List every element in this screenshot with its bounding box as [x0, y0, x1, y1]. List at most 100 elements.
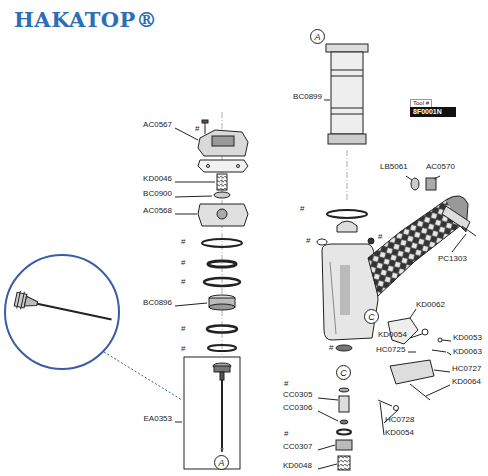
- callout-mark: #: [181, 324, 185, 333]
- drawing-part: [202, 120, 208, 123]
- part-number: LB5061: [380, 162, 408, 171]
- drawing-part: [175, 196, 212, 197]
- drawing-part: [221, 380, 223, 448]
- drawing-part: [184, 357, 240, 469]
- drawing-part: [214, 192, 230, 198]
- part-number: KD0054: [378, 330, 407, 339]
- drawing-part: [432, 350, 446, 352]
- drawing-part: [198, 130, 248, 156]
- reference-letter: A: [311, 32, 324, 42]
- drawing-part: [406, 176, 412, 180]
- drawing-part: [318, 464, 337, 469]
- reference-circle: C: [364, 309, 379, 324]
- part-number: BC0896: [143, 298, 172, 307]
- callout-mark: #: [181, 258, 185, 267]
- drawing-part: [452, 234, 466, 252]
- drawing-part: [318, 398, 338, 400]
- drawing-part: [328, 134, 366, 144]
- drawing-part: [422, 329, 428, 335]
- drawing-part: [214, 366, 230, 372]
- drawing-part: [331, 108, 363, 109]
- drawing-part: [5, 44, 476, 470]
- drawing-part: [175, 182, 215, 183]
- drawing-part: [390, 360, 434, 384]
- part-number: BC0900: [143, 189, 172, 198]
- drawing-part: [207, 165, 210, 168]
- part-number: KD0048: [283, 461, 312, 470]
- drawing-part: [317, 239, 327, 245]
- drawing-part: [331, 70, 363, 71]
- drawing-part: [198, 160, 248, 172]
- drawing-part: [442, 340, 451, 341]
- callout-mark: #: [181, 277, 185, 286]
- drawing-part: [209, 304, 235, 310]
- part-number: HC0725: [376, 345, 405, 354]
- drawing-part: [175, 303, 207, 306]
- part-number: HC0728: [385, 415, 414, 424]
- drawing-part: [21, 292, 25, 310]
- drawing-part: [204, 278, 240, 286]
- part-number: CC0307: [283, 442, 312, 451]
- drawing-part: [380, 402, 384, 435]
- callout-mark: #: [378, 232, 382, 241]
- callout-mark: #: [181, 344, 185, 353]
- drawing-part: [318, 411, 338, 421]
- drawing-part: [339, 388, 349, 392]
- callout-mark: #: [284, 429, 288, 438]
- callout-mark: #: [329, 343, 333, 352]
- drawing-part: [221, 448, 223, 452]
- drawing-part: [331, 76, 363, 77]
- drawing-part: [336, 345, 352, 351]
- drawing-part: [208, 345, 236, 351]
- reference-circle: C: [336, 365, 351, 380]
- drawing-part: [14, 290, 114, 328]
- callout-mark: #: [300, 204, 304, 213]
- drawing-part: [410, 334, 422, 338]
- drawing-part: [220, 372, 224, 380]
- drawing-part: [447, 352, 451, 355]
- drawing-part: [438, 338, 442, 342]
- drawing-part: [408, 352, 416, 353]
- drawing-part: [339, 396, 349, 412]
- drawing-part: [212, 136, 234, 146]
- drawing-part: [434, 176, 440, 179]
- part-number: KD0064: [452, 377, 481, 386]
- callout-mark: #: [306, 236, 310, 245]
- part-number: AC0568: [143, 206, 172, 215]
- part-number: BC0899: [293, 92, 322, 101]
- drawing-part: [5, 255, 119, 369]
- reference-letter: C: [337, 368, 350, 378]
- callout-mark: #: [284, 379, 288, 388]
- reference-circle: A: [214, 455, 229, 470]
- drawing-part: [175, 422, 182, 423]
- part-number: EA0353: [144, 414, 172, 423]
- tool-number-box: Tool #8F0001N: [410, 99, 456, 117]
- drawing-part: [327, 210, 367, 218]
- drawing-part: [434, 370, 450, 372]
- part-number: AC0567: [143, 120, 172, 129]
- part-number: CC0306: [283, 403, 312, 412]
- part-number: KD0053: [453, 333, 482, 342]
- part-number: KD0046: [143, 174, 172, 183]
- part-number: HC0727: [452, 364, 481, 373]
- drawing-part: [340, 420, 348, 424]
- drawing-part: [324, 100, 330, 101]
- drawing-part: [217, 209, 227, 219]
- reference-circle: A: [310, 29, 325, 44]
- drawing-part: [208, 261, 236, 267]
- drawing-part: [442, 206, 470, 230]
- part-number: KD0054: [385, 428, 414, 437]
- part-number: KD0063: [453, 347, 482, 356]
- drawing-part: [462, 226, 476, 236]
- drawing-part: [337, 221, 357, 232]
- drawing-part: [330, 262, 336, 334]
- drawing-part: [217, 174, 227, 190]
- drawing-part: [338, 456, 350, 470]
- callout-mark: #: [195, 124, 199, 133]
- drawing-part: [331, 114, 363, 115]
- drawing-part: [202, 239, 242, 247]
- drawing-part: [426, 178, 436, 190]
- drawing-part: [331, 52, 363, 134]
- drawing-part: [347, 150, 348, 200]
